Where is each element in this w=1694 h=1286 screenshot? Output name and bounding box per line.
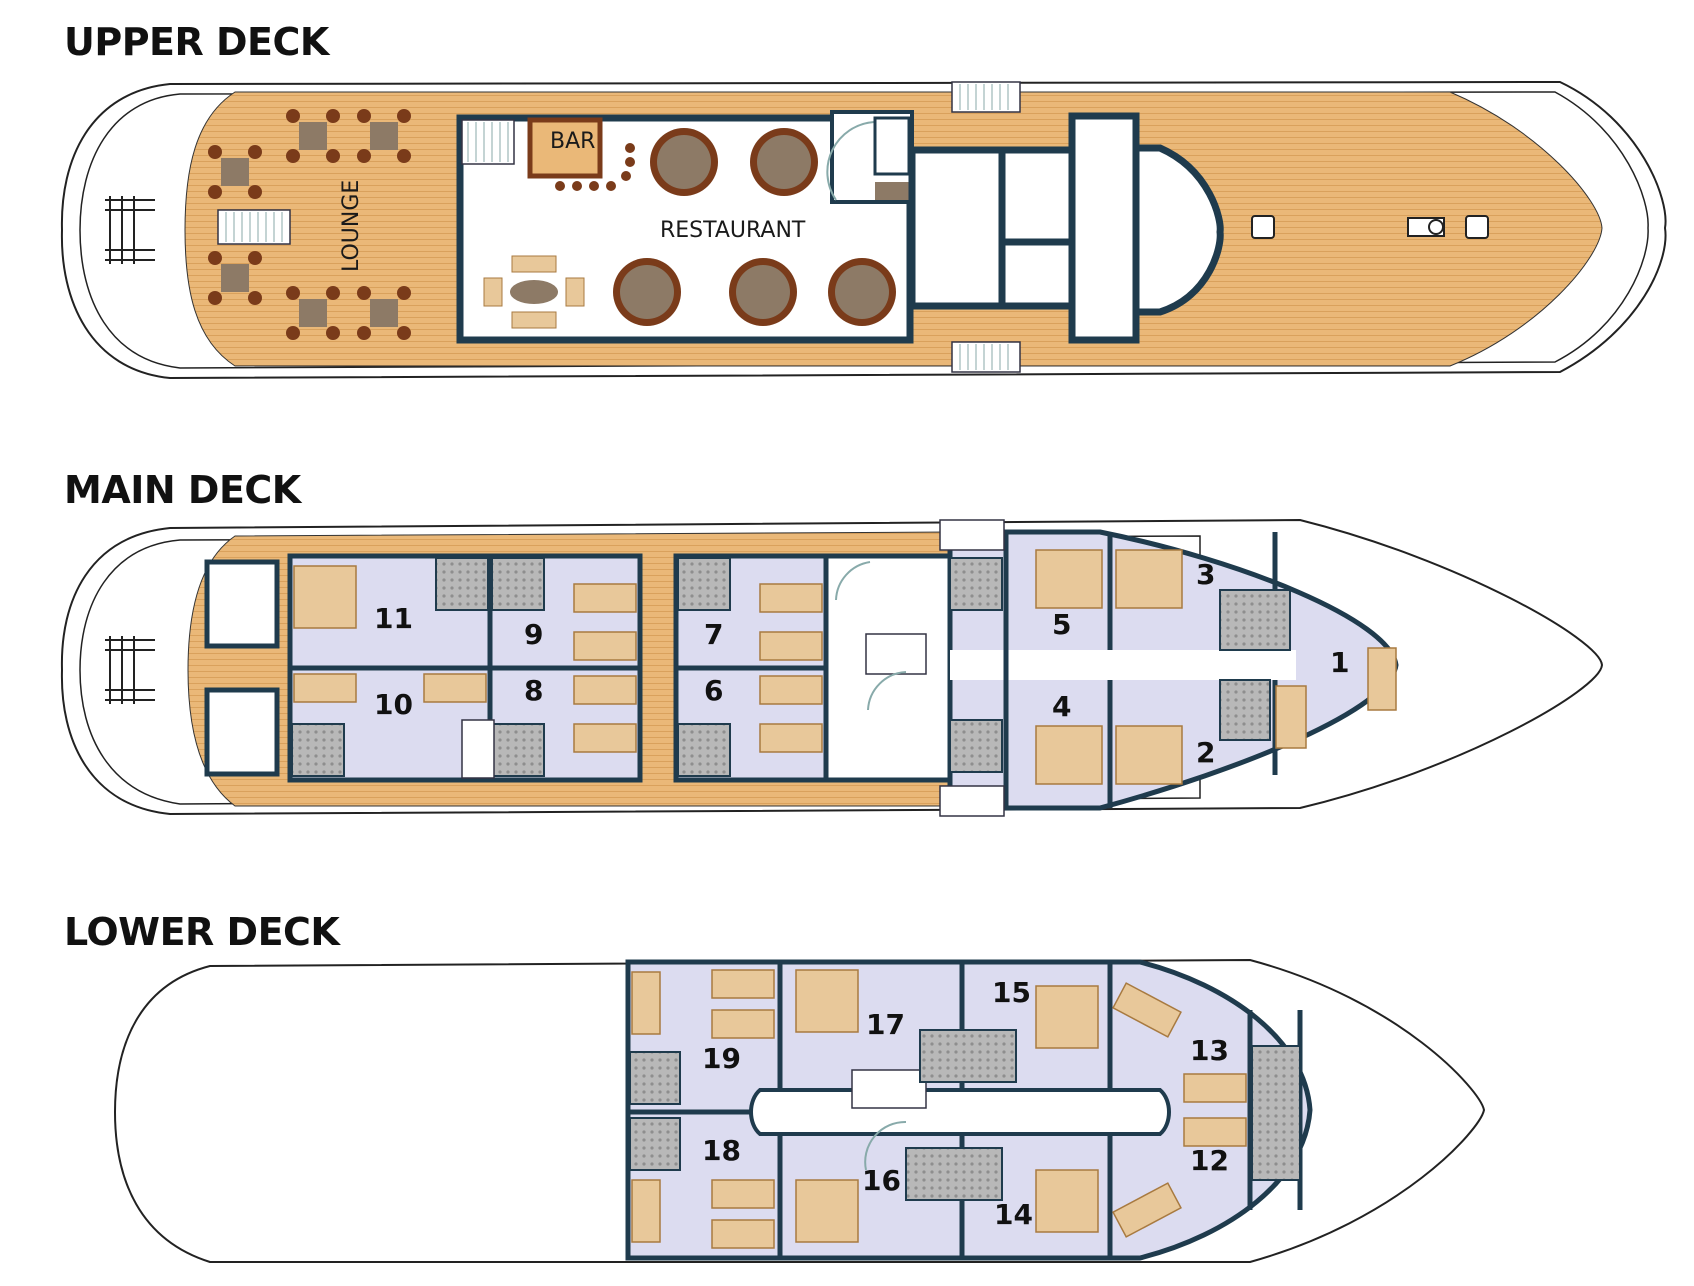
- bridge-rooms: [908, 112, 1224, 344]
- cabin-number: 19: [702, 1042, 741, 1075]
- windlass-icon: [1407, 217, 1445, 237]
- restaurant-label: RESTAURANT: [660, 218, 806, 243]
- cabin-number: 18: [702, 1134, 741, 1167]
- cabin-number: 17: [866, 1008, 905, 1041]
- cabin-number: 12: [1190, 1144, 1229, 1177]
- fwd-stairs-bottom: [939, 785, 1005, 817]
- cabin-number: 5: [1052, 608, 1071, 641]
- fwd-stairs-top: [939, 519, 1005, 551]
- cabin-number: 13: [1190, 1034, 1229, 1067]
- port-stairs: [951, 81, 1021, 113]
- cabin-number: 4: [1052, 690, 1071, 723]
- cabin-number: 7: [704, 618, 723, 651]
- cabin-number: 3: [1196, 558, 1215, 591]
- lounge-stairs: [217, 209, 291, 245]
- cabin-number: 16: [862, 1164, 901, 1197]
- cabin-number: 9: [524, 618, 543, 651]
- upper-deck: LOUNGE BAR RESTAURANT: [60, 80, 1667, 380]
- lower-deck-cabin-numbers: 15 17 13 19 18 16 12 14: [702, 976, 1229, 1231]
- restaurant-tables: [613, 128, 896, 326]
- cabin-number: 10: [374, 688, 413, 721]
- lower-deck: [113, 958, 1486, 1263]
- cabin-number: 8: [524, 674, 543, 707]
- cabin-number: 11: [374, 602, 413, 635]
- cabin-number: 2: [1196, 736, 1215, 769]
- main-deck-title: MAIN DECK: [64, 468, 301, 512]
- bar-label: BAR: [550, 129, 595, 154]
- sofa-set: [483, 255, 585, 329]
- cabin-number: 14: [994, 1198, 1033, 1231]
- bar-stools: [555, 143, 635, 191]
- bar-counter: [527, 117, 603, 179]
- upper-deck-title: UPPER DECK: [64, 20, 329, 64]
- starboard-stairs: [951, 341, 1021, 373]
- main-deck-cabin-numbers: 11 9 7 5 3 1 10 8 6 4 2: [374, 558, 1349, 769]
- stern-rail: [105, 196, 155, 264]
- cabin-number: 6: [704, 674, 723, 707]
- lower-deck-title: LOWER DECK: [64, 910, 340, 954]
- cabin-number: 15: [992, 976, 1031, 1009]
- restaurant-stairs: [461, 119, 515, 165]
- main-deck: [60, 518, 1604, 817]
- cabin-number: 1: [1330, 646, 1349, 679]
- lounge-tables: [208, 109, 411, 340]
- lounge-label: LOUNGE: [339, 180, 364, 272]
